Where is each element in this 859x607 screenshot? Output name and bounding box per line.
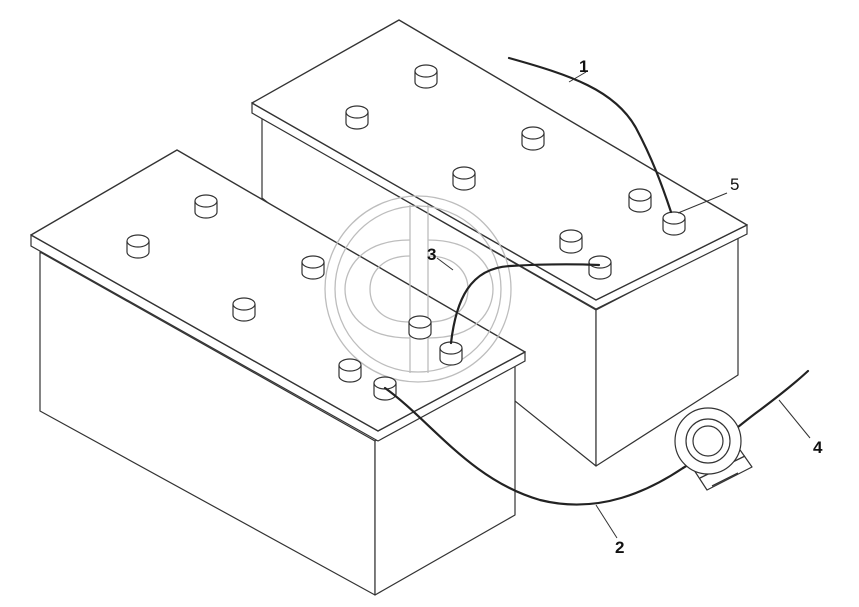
- terminal-post: [338, 358, 362, 383]
- terminal-post: [559, 229, 583, 254]
- terminal-post: [345, 105, 369, 130]
- callout-2: 2: [615, 538, 624, 557]
- battery-front-lid: [30, 149, 526, 432]
- callout-1: 1: [579, 57, 588, 76]
- terminal-post: [452, 166, 476, 191]
- callout-labels: 1 2 3 4 5: [427, 57, 823, 557]
- cable-2: [383, 386, 685, 506]
- terminal-post: [301, 255, 325, 280]
- terminal-post: [628, 188, 652, 213]
- terminal-post: [521, 126, 545, 151]
- callout-3: 3: [427, 245, 436, 264]
- terminal-posts: [126, 64, 686, 401]
- terminal-post: [662, 211, 686, 236]
- callout-4: 4: [813, 438, 823, 457]
- cable-clamp: [674, 407, 753, 491]
- battery-front: [30, 149, 526, 596]
- terminal-post: [439, 341, 463, 366]
- terminal-post: [588, 255, 612, 280]
- battery-back-lid: [251, 19, 748, 301]
- terminal-post: [126, 234, 150, 259]
- terminal-post: [232, 297, 256, 322]
- cable-3-jumper: [449, 263, 601, 345]
- terminal-post: [194, 194, 218, 219]
- leader-lines: [436, 71, 811, 539]
- cable-1: [507, 56, 673, 214]
- terminal-post: [414, 64, 438, 89]
- terminal-post: [408, 315, 432, 340]
- callout-5: 5: [730, 175, 739, 194]
